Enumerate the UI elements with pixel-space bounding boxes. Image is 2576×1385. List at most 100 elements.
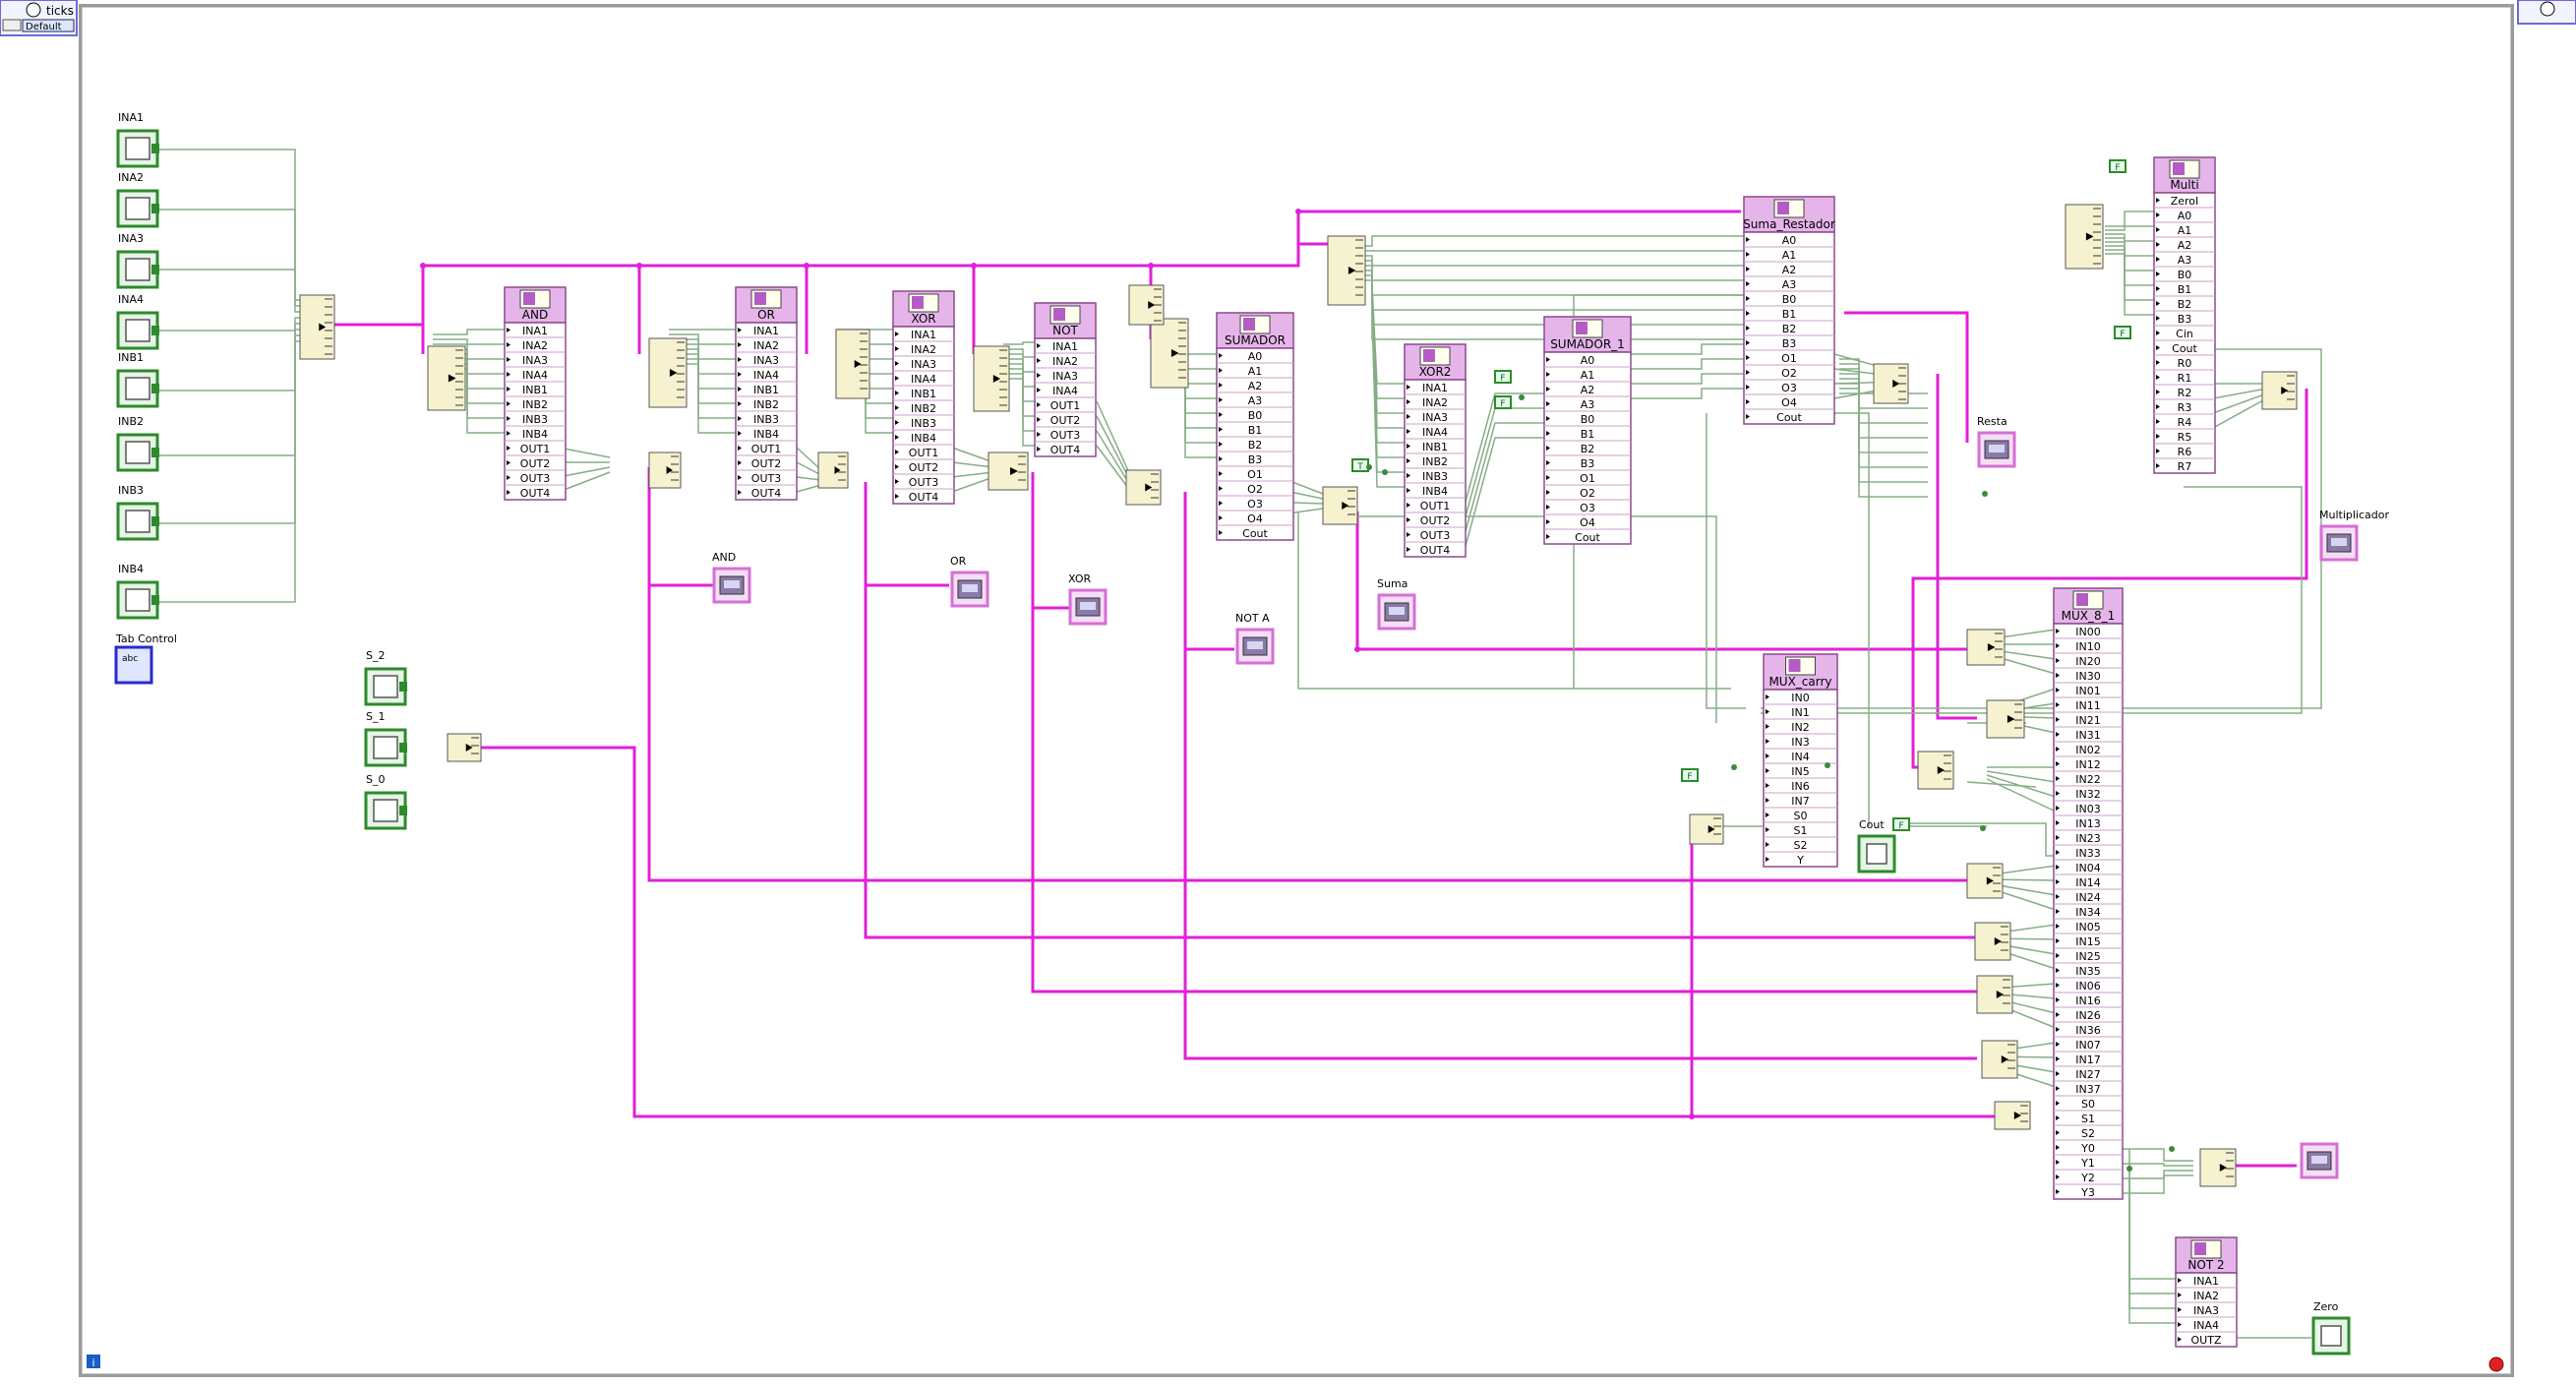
- data-wire[interactable]: [1096, 445, 1132, 493]
- data-wire[interactable]: [2120, 1170, 2193, 1179]
- data-wire[interactable]: [2105, 249, 2159, 301]
- subvi-multi[interactable]: MultiZeroIA0A1A2A3B0B1B2B3CinCoutR0R1R2R…: [2153, 156, 2216, 474]
- bundle-node-3[interactable]: [648, 337, 688, 408]
- bundle-node-0[interactable]: [299, 294, 335, 360]
- bundle-node-17[interactable]: [1917, 751, 1954, 790]
- data-wire[interactable]: [1839, 392, 1928, 498]
- bundle-node-20[interactable]: [1976, 975, 2013, 1014]
- data-wire[interactable]: [2120, 1174, 2193, 1194]
- data-wire[interactable]: [951, 476, 994, 493]
- constant-6[interactable]: F: [1892, 817, 1910, 831]
- data-wire[interactable]: [1966, 781, 2037, 788]
- indicator-resta[interactable]: Resta: [1977, 415, 2016, 468]
- data-wire[interactable]: [2128, 1149, 2179, 1280]
- data-wire[interactable]: [796, 447, 822, 471]
- data-wire[interactable]: [1986, 778, 2057, 813]
- data-wire[interactable]: [796, 461, 822, 476]
- loop-stop-terminal[interactable]: [2517, 0, 2576, 25]
- control-inb1[interactable]: INB1: [116, 351, 159, 408]
- control-ina1[interactable]: INA1: [116, 111, 159, 168]
- data-wire[interactable]: [1371, 312, 1407, 488]
- bundle-node-16[interactable]: [1986, 699, 2025, 739]
- data-wire[interactable]: [951, 461, 994, 468]
- bool-wire[interactable]: [1296, 211, 1328, 246]
- wire-input-1[interactable]: [157, 149, 305, 301]
- data-wire[interactable]: [1761, 486, 2303, 714]
- data-wire[interactable]: [2120, 1148, 2193, 1162]
- data-wire[interactable]: [433, 338, 507, 345]
- constant-5[interactable]: F: [1681, 768, 1699, 782]
- data-wire[interactable]: [433, 329, 507, 335]
- wire-xor-out[interactable]: [1031, 472, 1977, 994]
- data-wire[interactable]: [1003, 348, 1035, 358]
- bundle-node-2[interactable]: [648, 452, 682, 489]
- selector-s_2[interactable]: S_2: [364, 649, 407, 706]
- indicator-or[interactable]: OR: [950, 555, 989, 608]
- subvi-and[interactable]: ANDINA1INA2INA3INA4INB1INB2INB3INB4OUT1O…: [504, 286, 567, 501]
- bundle-node-22[interactable]: [1994, 1101, 2031, 1130]
- wire-input-4[interactable]: [157, 317, 305, 331]
- data-wire[interactable]: [1893, 822, 2056, 857]
- bundle-node-11[interactable]: [1327, 235, 1366, 306]
- data-wire[interactable]: [1834, 412, 1870, 826]
- wire-input-8[interactable]: [157, 340, 305, 603]
- data-wire[interactable]: [1706, 413, 1746, 709]
- control-ina3[interactable]: INA3: [116, 232, 159, 289]
- data-wire[interactable]: [2120, 1163, 2193, 1167]
- bundle-node-4[interactable]: [817, 452, 849, 489]
- data-wire[interactable]: [951, 447, 994, 463]
- data-wire[interactable]: [558, 466, 611, 478]
- selector-s_1[interactable]: S_1: [364, 710, 407, 767]
- bundle-node-6[interactable]: [988, 452, 1029, 491]
- data-wire[interactable]: [1348, 270, 1746, 311]
- bool-indicator-zero[interactable]: Zero: [2311, 1300, 2351, 1355]
- bundle-node-21[interactable]: [1981, 1040, 2018, 1079]
- wire-input-2[interactable]: [157, 209, 305, 307]
- indicator-and[interactable]: AND: [712, 551, 751, 604]
- bundle-node-8[interactable]: [1125, 469, 1162, 506]
- data-wire[interactable]: [951, 471, 994, 478]
- data-wire[interactable]: [1348, 235, 1746, 247]
- data-wire[interactable]: [1573, 294, 1761, 689]
- stop-icon[interactable]: [2488, 1356, 2504, 1372]
- bundle-node-5[interactable]: [835, 329, 870, 399]
- wire-resta-out[interactable]: [1936, 374, 1977, 720]
- data-wire[interactable]: [2128, 1164, 2179, 1295]
- data-wire[interactable]: [558, 447, 611, 458]
- wire-input-3[interactable]: [157, 269, 305, 313]
- iteration-info-icon[interactable]: [87, 1355, 100, 1368]
- bundle-node-13[interactable]: [2065, 204, 2104, 270]
- wire-input-5[interactable]: [157, 323, 305, 391]
- wire-not-out[interactable]: [1183, 492, 1977, 1060]
- data-wire[interactable]: [1096, 415, 1132, 483]
- wire-input-7[interactable]: [157, 334, 305, 524]
- wire-and-out[interactable]: [647, 467, 1977, 882]
- control-inb3[interactable]: INB3: [116, 484, 159, 541]
- bundle-node-15[interactable]: [1966, 629, 2006, 666]
- wire-select[interactable]: [477, 746, 1997, 1118]
- bundle-node-14[interactable]: [2261, 371, 2298, 410]
- bundle-node-1[interactable]: [427, 345, 466, 411]
- bundle-node-9[interactable]: [1150, 318, 1189, 389]
- subvi-mux81[interactable]: MUX_8_1IN00IN10IN20IN30IN01IN11IN21IN31I…: [2053, 587, 2124, 1200]
- control-ina2[interactable]: INA2: [116, 171, 159, 228]
- data-wire[interactable]: [1003, 341, 1035, 345]
- control-ina4[interactable]: INA4: [116, 293, 159, 350]
- data-wire[interactable]: [2105, 245, 2159, 286]
- data-wire[interactable]: [2128, 1178, 2179, 1309]
- indicator-multiplicador[interactable]: Multiplicador: [2319, 509, 2389, 562]
- case-selector[interactable]: [22, 19, 75, 32]
- subvi-or[interactable]: ORINA1INA2INA3INA4INB1INB2INB3INB4OUT1OU…: [735, 286, 798, 501]
- data-wire[interactable]: [2105, 253, 2159, 316]
- bundle-node-12[interactable]: [1873, 363, 1909, 404]
- bundle-node-26[interactable]: [1128, 284, 1165, 326]
- subvi-xor[interactable]: XORINA1INA2INA3INA4INB1INB2INB3INB4OUT1O…: [892, 290, 955, 505]
- bundle-node-10[interactable]: [1322, 486, 1358, 525]
- data-wire[interactable]: [1986, 770, 2057, 783]
